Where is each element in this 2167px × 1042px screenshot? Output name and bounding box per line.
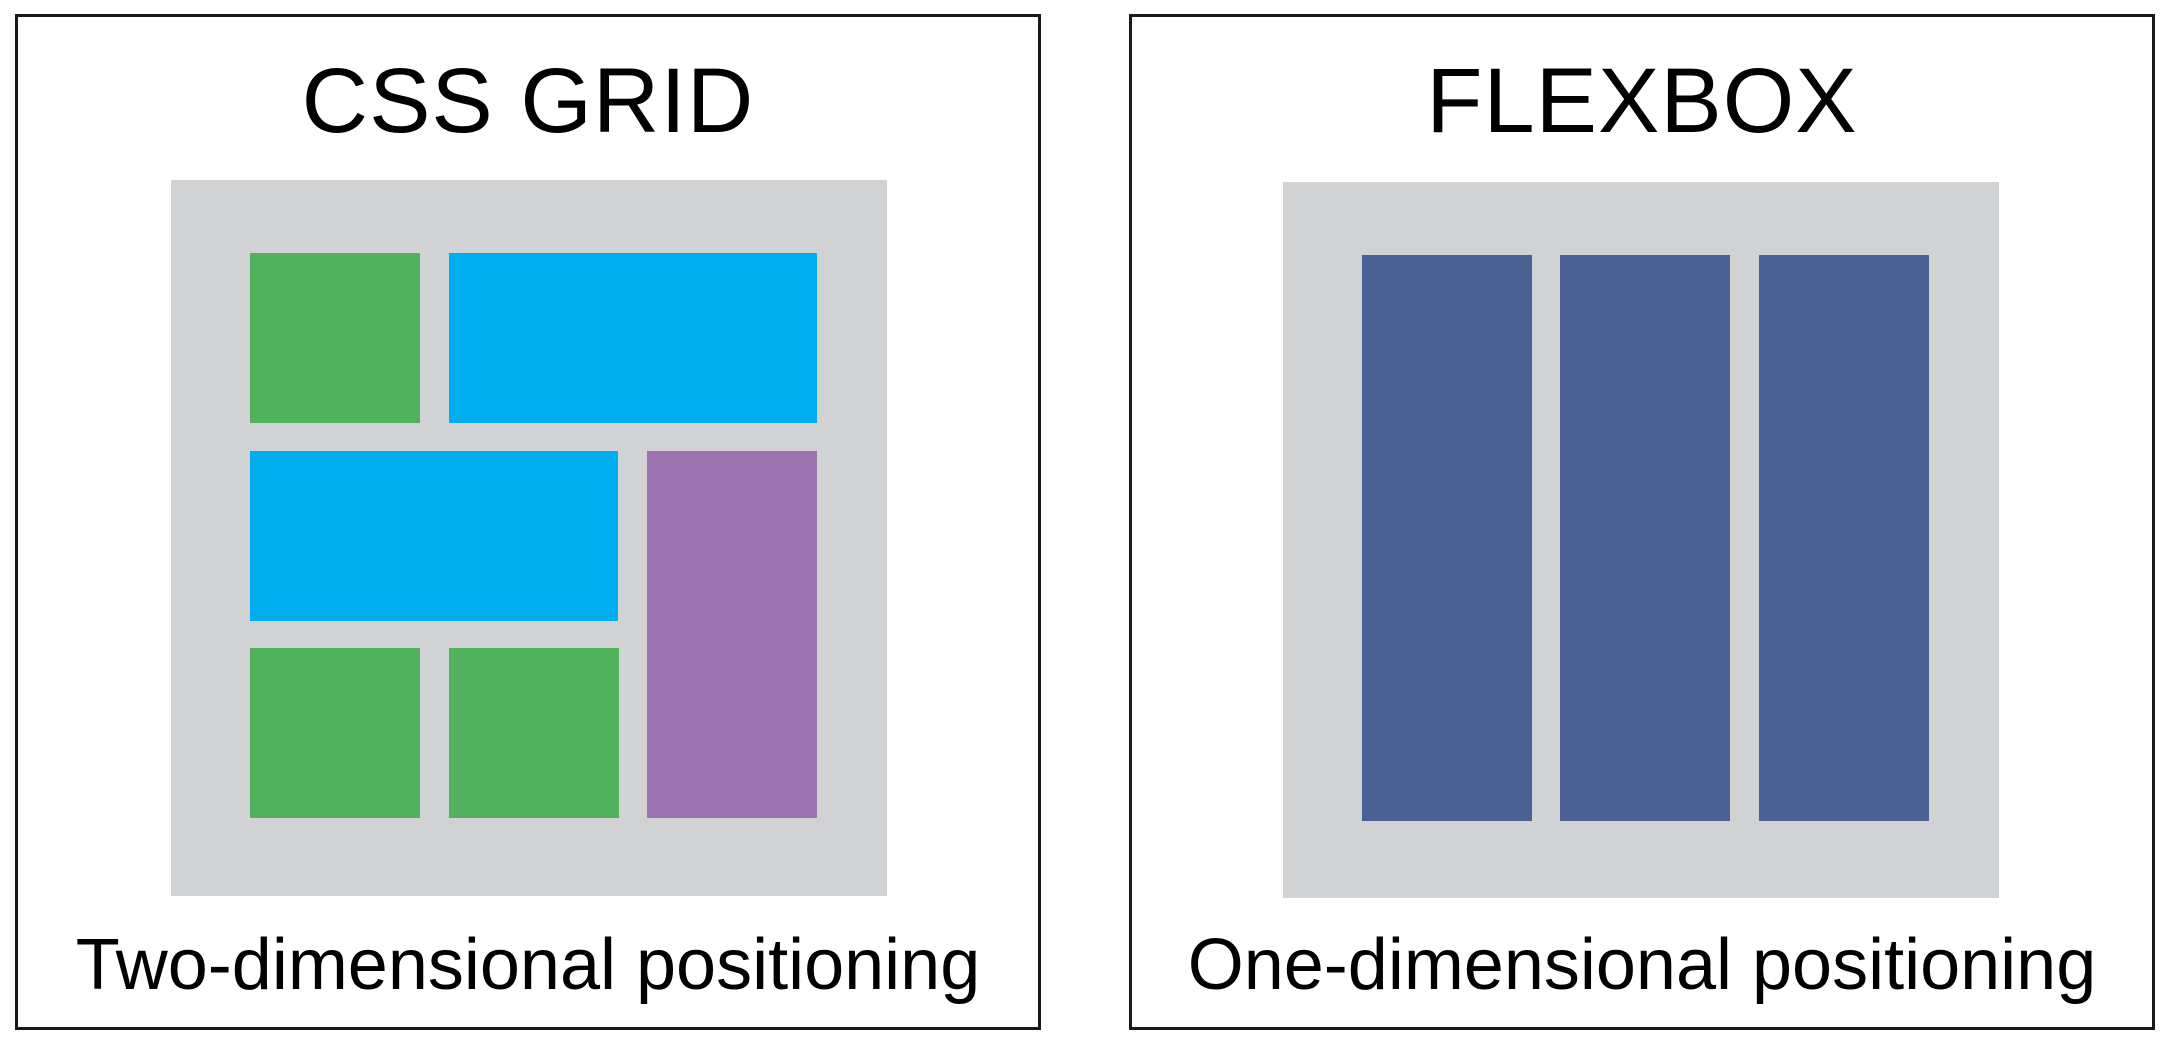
flex-item-1 (1362, 255, 1532, 821)
flexbox-title: FLEXBOX (1426, 50, 1858, 152)
css-grid-panel: CSS GRID Two-dimensional positioning (15, 14, 1041, 1030)
flexbox-caption: One-dimensional positioning (1187, 925, 2097, 1005)
grid-cell-green-top-left (250, 253, 420, 423)
grid-container (171, 180, 887, 896)
grid-cell-green-bottom-left (250, 648, 420, 818)
grid-cell-blue-top-wide (449, 253, 817, 423)
css-grid-caption: Two-dimensional positioning (75, 925, 981, 1005)
flex-item-3 (1759, 255, 1929, 821)
grid-cell-green-bottom-middle (449, 648, 619, 818)
flex-container (1283, 182, 1999, 898)
flexbox-panel: FLEXBOX One-dimensional positioning (1129, 14, 2155, 1030)
grid-cell-purple-tall (647, 451, 817, 818)
css-grid-title: CSS GRID (301, 50, 755, 152)
flex-item-2 (1560, 255, 1730, 821)
grid-cell-blue-middle-wide (250, 451, 618, 621)
